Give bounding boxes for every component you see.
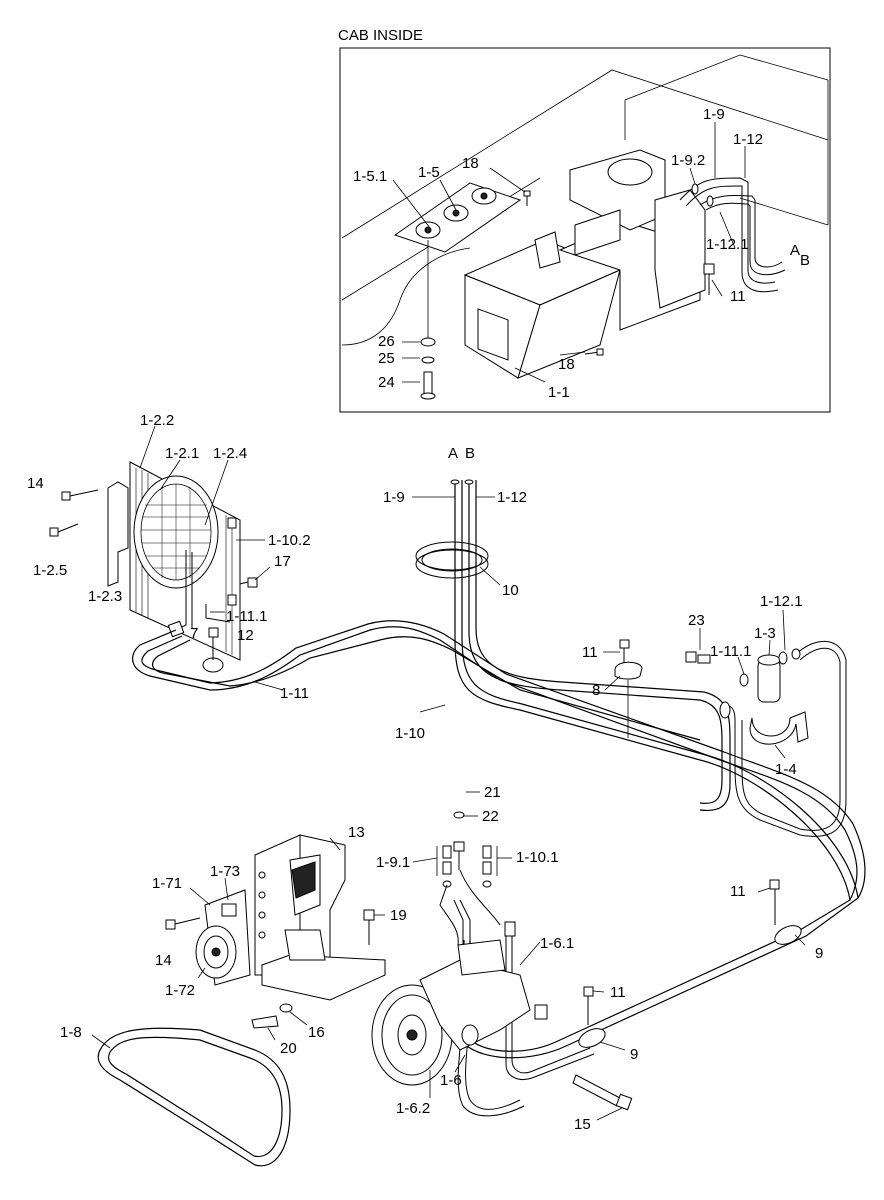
callout-12: 12 (237, 627, 254, 644)
callout-23: 23 (688, 612, 705, 629)
callout-20: 20 (280, 1040, 297, 1057)
cab-curve (341, 247, 471, 346)
ac-unit (463, 149, 706, 379)
condenser-leaders (117, 425, 284, 691)
callout-1-3: 1-3 (754, 625, 776, 642)
callout-1-11-1-right: 1-11.1 (710, 643, 751, 660)
callout-b-cab: B (800, 252, 810, 269)
callout-16: 16 (308, 1024, 325, 1041)
callout-1-9-2: 1-9.2 (671, 152, 705, 169)
callout-1-2-2: 1-2.2 (140, 412, 174, 429)
inset-bolts (420, 190, 715, 400)
condenser-assembly (49, 461, 258, 673)
receiver-dryer (614, 639, 809, 745)
callout-1-12-cab: 1-12 (733, 131, 763, 148)
compressor-bracket-13 (254, 834, 386, 1001)
callout-1-9-1: 1-9.1 (376, 854, 410, 871)
callout-1-73: 1-73 (210, 863, 240, 880)
callout-14-upper: 14 (27, 475, 44, 492)
cab-wall-line (341, 69, 829, 239)
callout-1-11-1-left: 1-11.1 (226, 608, 267, 625)
callout-b-main: B (465, 445, 475, 462)
callout-1-2-1: 1-2.1 (165, 445, 199, 462)
callout-22: 22 (482, 808, 499, 825)
callout-1-2-4: 1-2.4 (213, 445, 247, 462)
callout-1-6: 1-6 (440, 1072, 462, 1089)
callout-1-1: 1-1 (548, 384, 570, 401)
inset-leaders (392, 122, 746, 383)
callout-17: 17 (274, 553, 291, 570)
inset-title: CAB INSIDE (338, 27, 423, 44)
callout-1-10: 1-10 (395, 725, 425, 742)
callout-11-clamp9: 11 (730, 883, 746, 900)
callout-15: 15 (574, 1116, 591, 1133)
cab-inside-inset: CAB INSIDE (338, 27, 831, 413)
callout-1-12-main: 1-12 (497, 489, 527, 506)
callout-13: 13 (348, 824, 365, 841)
callout-1-11: 1-11 (280, 685, 309, 702)
callout-18-upper: 18 (462, 155, 479, 172)
callout-a-main: A (448, 445, 458, 462)
callout-19: 19 (390, 907, 407, 924)
callout-10: 10 (502, 582, 519, 599)
callout-11-cab: 11 (730, 288, 746, 305)
callout-9-right: 9 (815, 945, 823, 962)
cab-roof-line (624, 54, 829, 101)
inset-frame (339, 47, 831, 413)
cab-hoses (679, 177, 786, 293)
compressor-hardware (251, 811, 780, 1111)
tensioner-pulley (165, 889, 251, 986)
callout-1-9-main: 1-9 (383, 489, 405, 506)
drive-belt (97, 1027, 291, 1167)
callout-25: 25 (378, 350, 395, 367)
callout-1-72: 1-72 (165, 982, 195, 999)
bracket-1-2-3 (107, 481, 129, 587)
callout-11-clamp8: 11 (582, 644, 598, 661)
callout-1-71: 1-71 (152, 875, 182, 892)
callout-1-8: 1-8 (60, 1024, 82, 1041)
control-panel (393, 182, 522, 253)
callout-1-5: 1-5 (418, 164, 440, 181)
callout-1-6-2: 1-6.2 (396, 1100, 430, 1117)
callout-1-5-1: 1-5.1 (353, 168, 387, 185)
callout-1-9-cab: 1-9 (703, 106, 725, 123)
callout-1-10-2: 1-10.2 (268, 532, 311, 549)
callout-1-12-1-right: 1-12.1 (760, 593, 803, 610)
callout-18-lower: 18 (558, 356, 575, 373)
callout-7: 7 (190, 625, 198, 642)
callout-21: 21 (484, 784, 501, 801)
callout-8: 8 (592, 682, 600, 699)
cab-ledge (739, 197, 829, 226)
callout-26: 26 (378, 333, 395, 350)
compressor (371, 939, 548, 1086)
callout-24: 24 (378, 374, 395, 391)
callout-a-cab: A (790, 242, 800, 259)
callout-9-lower: 9 (630, 1046, 638, 1063)
callout-11-lower: 11 (610, 984, 626, 1001)
callout-1-6-1: 1-6.1 (540, 935, 574, 952)
callout-1-10-1: 1-10.1 (516, 849, 559, 866)
callout-1-2-3: 1-2.3 (88, 588, 122, 605)
compressor-leaders (91, 791, 806, 1121)
callout-14-lower: 14 (155, 952, 172, 969)
callout-1-2-5: 1-2.5 (33, 562, 67, 579)
callout-1-4: 1-4 (775, 761, 797, 778)
callout-1-12-1-cab: 1-12.1 (706, 236, 749, 253)
